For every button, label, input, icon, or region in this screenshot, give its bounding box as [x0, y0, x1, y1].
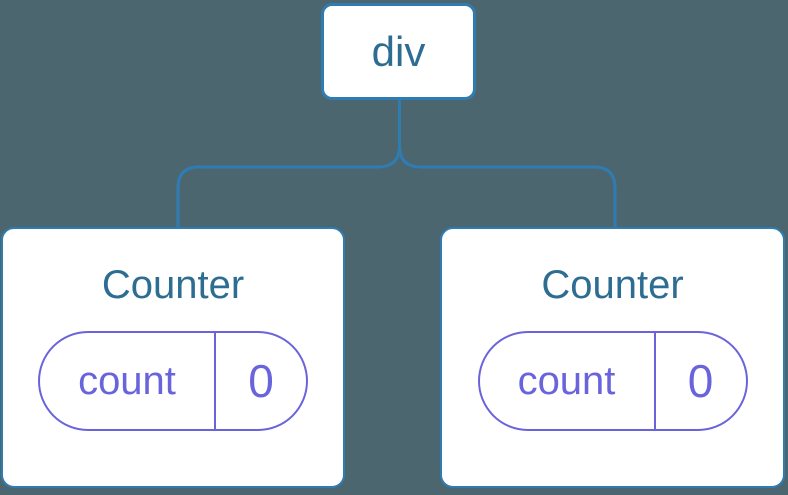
state-pill: count 0 [477, 331, 748, 431]
counter-card-right: Counter count 0 [440, 227, 785, 488]
state-pill: count 0 [38, 331, 308, 431]
state-value: 0 [248, 355, 274, 407]
root-node-div: div [321, 3, 476, 100]
branch-right [398, 100, 617, 227]
component-title: Counter [541, 263, 684, 307]
state-key: count [40, 333, 216, 429]
component-title: Counter [101, 263, 245, 307]
state-key: count [480, 333, 656, 429]
root-node-label: div [371, 27, 426, 75]
counter-card-left: Counter count 0 [1, 227, 345, 488]
branch-left [176, 100, 401, 227]
state-value: 0 [687, 355, 714, 407]
